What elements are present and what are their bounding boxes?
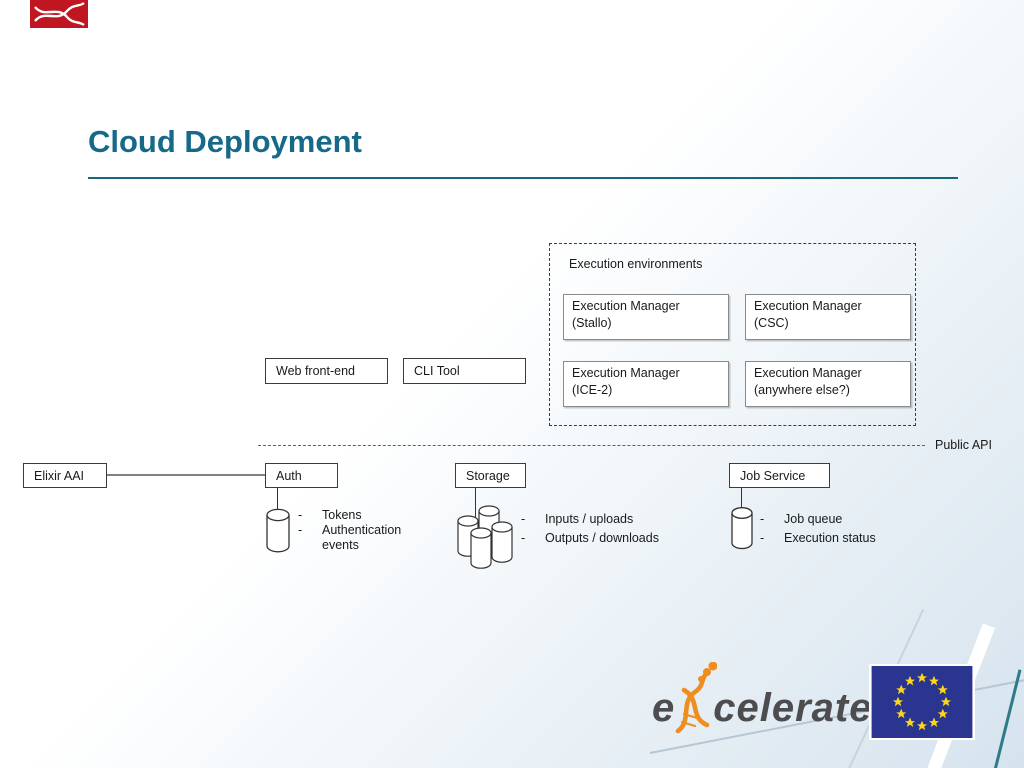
execution-environments-label: Execution environments [569, 257, 703, 271]
note-text: Execution status [784, 530, 876, 545]
execution-environments-group: Execution environments Execution Manager… [549, 243, 916, 426]
storage-box: Storage [455, 463, 526, 488]
title-underline [88, 177, 958, 179]
dash-bullet: - [521, 530, 526, 545]
excelerate-text-prefix: e [652, 686, 676, 730]
manager-site: (CSC) [754, 316, 789, 330]
eu-flag [869, 664, 975, 740]
auth-database-icon [266, 508, 290, 553]
note-text: Outputs / downloads [545, 530, 659, 545]
list-item: - Execution status [760, 529, 930, 548]
excelerate-dna-x-icon [675, 662, 718, 734]
manager-site: (anywhere else?) [754, 383, 850, 397]
list-item: - Tokens [298, 508, 433, 523]
cli-tool-box: CLI Tool [403, 358, 526, 384]
storage-database-cluster-icon [457, 505, 513, 569]
elixir-aai-box: Elixir AAI [23, 463, 107, 488]
list-item: - Outputs / downloads [521, 529, 711, 548]
manager-name: Execution Manager [572, 299, 680, 313]
storage-db-connector [475, 488, 477, 520]
public-api-label: Public API [935, 438, 992, 452]
note-text: Job queue [784, 512, 843, 526]
list-item: - Job queue [760, 510, 930, 529]
manager-name: Execution Manager [572, 366, 680, 380]
dash-bullet: - [298, 508, 303, 522]
note-text: Tokens [322, 508, 362, 522]
manager-site: (ICE-2) [572, 383, 613, 397]
storage-db-notes: - Inputs / uploads - Outputs / downloads [521, 510, 711, 547]
auth-box: Auth [265, 463, 338, 488]
manager-site: (Stallo) [572, 316, 612, 330]
manager-name: Execution Manager [754, 366, 862, 380]
eu-flag-stars-icon [871, 666, 973, 738]
execution-manager-anywhere: Execution Manager (anywhere else?) [745, 361, 911, 407]
note-text: Inputs / uploads [545, 512, 634, 526]
dash-bullet: - [760, 512, 765, 526]
job-database-icon [731, 507, 753, 550]
execution-manager-csc: Execution Manager (CSC) [745, 294, 911, 340]
job-db-connector [741, 488, 743, 512]
excelerate-text-suffix: celerate [713, 686, 873, 730]
dash-bullet: - [521, 512, 526, 526]
execution-manager-ice2: Execution Manager (ICE-2) [563, 361, 729, 407]
job-service-box: Job Service [729, 463, 830, 488]
auth-db-notes: - Tokens - Authentication events [298, 508, 433, 553]
note-text: Authentication events [322, 523, 402, 552]
page-title: Cloud Deployment [88, 124, 362, 159]
dash-bullet: - [760, 530, 765, 545]
elixir-dna-logo-icon [30, 0, 88, 28]
public-api-dashed-line [258, 445, 925, 446]
web-front-end-box: Web front-end [265, 358, 388, 384]
list-item: - Inputs / uploads [521, 510, 711, 529]
auth-db-connector [277, 488, 279, 514]
job-db-notes: - Job queue - Execution status [760, 510, 930, 547]
list-item: - Authentication events [298, 523, 433, 553]
aai-auth-connector [107, 474, 265, 476]
dash-bullet: - [298, 523, 303, 537]
execution-manager-stallo: Execution Manager (Stallo) [563, 294, 729, 340]
excelerate-logo: e celerate [652, 662, 872, 734]
manager-name: Execution Manager [754, 299, 862, 313]
